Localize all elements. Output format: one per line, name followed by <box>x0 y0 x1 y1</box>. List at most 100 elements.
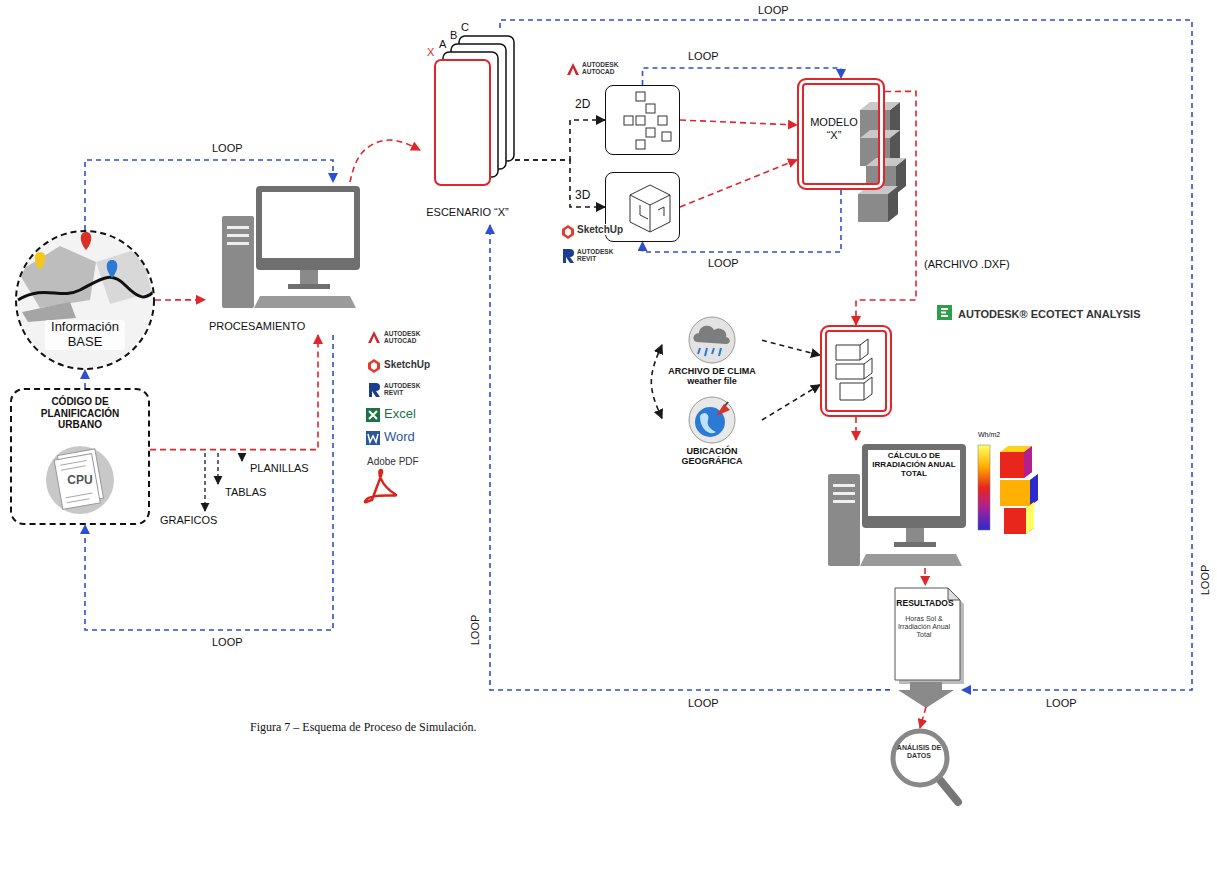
ecotect-box: AUTODESK® ECOTECT ANALYSIS <box>820 325 892 417</box>
globe-icon <box>689 397 735 443</box>
analysis-magnifier: ANÁLISIS DE DATOS <box>890 728 950 788</box>
scenario-letter: A <box>439 38 446 50</box>
base-map <box>15 230 156 370</box>
node-label: AUTODESK® ECOTECT ANALYSIS <box>958 308 1208 321</box>
output-arrows <box>241 453 242 461</box>
output-arrows <box>204 453 205 511</box>
flow-connector <box>762 385 820 420</box>
plan-sketch <box>646 128 655 137</box>
ecotect-model-sketch <box>840 377 872 400</box>
base-map <box>18 246 96 308</box>
flow-connector <box>651 345 662 419</box>
software-name: Word <box>384 430 415 444</box>
scenario-cards <box>435 36 514 185</box>
plan-sketch <box>658 116 667 125</box>
plan-sketch <box>624 116 633 125</box>
base-map <box>15 230 156 370</box>
base-map <box>35 252 46 270</box>
loop-label: LOOP <box>1199 565 1211 596</box>
flow-connector <box>680 120 797 125</box>
loop-connector <box>85 160 333 230</box>
globe-icon <box>689 397 735 443</box>
loop-connector <box>490 225 890 690</box>
irradiation-scale <box>1004 502 1034 534</box>
node-label: CÓDIGO DE PLANIFICACIÓN URBANO <box>35 396 125 431</box>
figure-caption: Figura 7 – Esquema de Proceso de Simulac… <box>250 720 477 735</box>
base-map <box>81 232 92 250</box>
cpu-document-icon <box>60 461 87 466</box>
node-label: ESCENARIO “X” <box>415 206 520 219</box>
software-logos <box>368 331 380 343</box>
output-arrows <box>217 453 218 484</box>
node-label: 3D <box>575 189 599 203</box>
plan-sketch <box>646 104 655 113</box>
software-logos <box>366 431 380 445</box>
weather-file-node: ARCHIVO DE CLIMA weather file <box>662 316 762 394</box>
loop-connector <box>643 190 842 252</box>
loop-label: LOOP <box>210 142 245 154</box>
loop-label: LOOP <box>686 50 721 62</box>
base-map <box>22 302 76 322</box>
node-label: Información BASE <box>45 320 125 350</box>
calculation-computer: CÁLCULO DE IRRADIACIÓN ANUAL TOTAL <box>828 440 970 568</box>
software-name: AUTODESK AUTOCAD <box>582 61 622 75</box>
irradiation-scale <box>978 445 1038 534</box>
base-map <box>15 230 155 370</box>
cpu-document-icon <box>66 493 93 498</box>
base-map <box>107 260 118 278</box>
plan-sketch <box>662 132 671 141</box>
scenario-cards <box>435 60 490 185</box>
irradiation-scale <box>1026 502 1034 534</box>
software-logos <box>369 383 380 397</box>
ecotect-model-sketch <box>836 339 868 360</box>
irradiation-scale <box>1030 474 1038 506</box>
ecotect-logo <box>937 305 952 320</box>
weather-icon <box>698 348 721 356</box>
ecotect-logo <box>941 309 948 316</box>
node-label: 2D <box>575 98 599 112</box>
loop-connector <box>643 68 842 85</box>
flow-connector <box>920 707 926 728</box>
loop-label: LOOP <box>756 4 791 16</box>
output-label: GRAFICOS <box>160 514 217 526</box>
cube-sketch <box>640 205 664 219</box>
plan-sketch <box>636 92 645 101</box>
model-box: MODELO “X” <box>797 78 885 190</box>
computer-icon <box>828 444 966 566</box>
node-label: ANÁLISIS DE DATOS <box>894 744 944 760</box>
plan-sketch <box>624 92 671 149</box>
software-name: Adobe PDF <box>367 456 419 467</box>
software-name: SketchUp <box>384 359 430 370</box>
ecotect-model-sketch <box>836 358 872 379</box>
magnifier-handle <box>940 780 958 802</box>
cpu-document-icon <box>53 449 104 509</box>
cube-sketch <box>630 185 670 232</box>
plan-2d-box: 2D <box>605 85 680 155</box>
globe-icon <box>716 404 730 416</box>
node-body: Horas Sol & Irradiación Anual Total <box>896 615 952 639</box>
cpu-document-icon <box>54 454 100 510</box>
software-name: AUTODESK REVIT <box>577 248 617 262</box>
flow-connector <box>762 340 820 355</box>
results-document <box>895 588 960 680</box>
irradiation-scale <box>1024 446 1032 478</box>
loop-label: LOOP <box>686 697 721 709</box>
node-label: PROCESAMIENTO <box>209 320 317 333</box>
software-logos <box>369 411 377 419</box>
magnifier-handle <box>940 780 958 802</box>
loop-label: LOOP <box>210 636 245 648</box>
plan-sketch <box>636 116 645 125</box>
results-document <box>898 682 954 708</box>
scenario-letter: X <box>427 46 434 58</box>
software-name: SketchUp <box>577 224 623 235</box>
building-model <box>858 102 906 222</box>
base-map <box>18 277 156 300</box>
node-label: ARCHIVO DE CLIMA weather file <box>662 366 762 387</box>
software-logos <box>368 359 380 373</box>
cube-sketch <box>630 185 670 232</box>
irradiation-scale <box>978 445 990 530</box>
software-logos <box>567 63 579 75</box>
cpu-document-icon <box>61 466 86 470</box>
